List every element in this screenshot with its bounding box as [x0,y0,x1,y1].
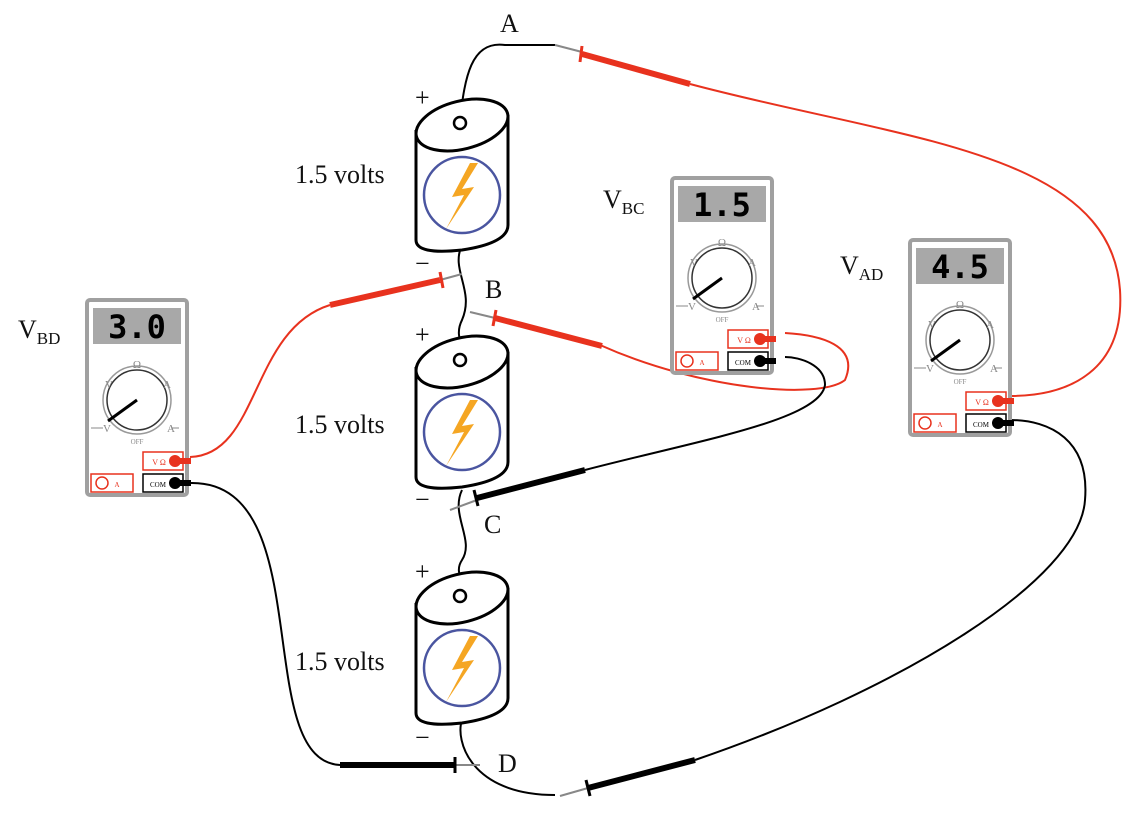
node-a-label: A [500,9,519,38]
dial-dc_v-label: V [103,423,111,435]
minus-sign: − [415,485,430,514]
black-wire-bd [189,481,341,766]
red-wire-bd [189,304,331,458]
dial-dc_a-label: A [990,363,998,375]
dial-com_jack-label: COM [150,481,167,489]
plus-sign: + [415,83,430,112]
dial-vohm_jack-label: V Ω [737,336,751,345]
dial-off-label: OFF [716,316,729,324]
probe-b-bc [494,315,603,349]
black-wire-ad [694,419,1087,761]
dial-ac_a-label: A [986,319,994,331]
dial-vohm_jack-label: V Ω [975,398,989,407]
multimeter-ad: 4.5 VAD Ω V A V A OFF V Ω A COM [840,238,1016,437]
node-c-label: C [484,510,501,539]
dial-off-label: OFF [131,438,144,446]
meter-display: 1.5 [693,186,751,224]
meter-display: 4.5 [931,248,989,286]
battery-label: 1.5 volts [295,410,385,439]
meter-label: VBD [18,315,60,348]
dial-dc_v-label: V [688,301,696,313]
dial-ohm-label: Ω [133,359,141,371]
battery-2: 1.5 volts + − [295,320,515,514]
dial-off-label: OFF [954,378,967,386]
dial-amp_jack-label: A [114,481,119,489]
battery-label: 1.5 volts [295,647,385,676]
black-wire-bc [584,356,827,471]
battery-3: 1.5 volts + − [295,557,515,752]
dial-com_jack-label: COM [735,359,752,367]
minus-sign: − [415,723,430,752]
probe-c [476,467,586,501]
probe-d-ad [587,757,696,791]
minus-sign: − [415,249,430,278]
multimeter-bc: 1.5 VBC Ω V A V A OFF V Ω A COM [603,176,778,375]
multimeter-bd: 3.0 VBD Ω V A V A OFF V Ω A COM [18,298,193,497]
dial-amp_jack-label: A [699,359,704,367]
dial-ohm-label: Ω [956,299,964,311]
meter-label: VBC [603,185,644,218]
dial-ohm-label: Ω [718,237,726,249]
dial-ac_a-label: A [748,257,756,269]
probe-b-bd [329,277,441,308]
dial-com_jack-label: COM [973,421,990,429]
dial-dc_a-label: A [752,301,760,313]
dial-dc_a-label: A [167,423,175,435]
dial-ac_v-label: V [105,379,113,391]
battery-1: 1.5 volts + − [295,83,515,278]
dial-dc_v-label: V [926,363,934,375]
meter-display: 3.0 [108,308,166,346]
dial-amp_jack-label: A [937,421,942,429]
node-b-label: B [485,275,502,304]
dial-ac_v-label: V [690,257,698,269]
dial-ac_a-label: A [163,379,171,391]
meter-label: VAD [840,251,883,284]
plus-sign: + [415,557,430,586]
red-wire-ad [689,83,1122,397]
dial-vohm_jack-label: V Ω [152,458,166,467]
node-d-label: D [498,749,517,778]
battery-label: 1.5 volts [295,160,385,189]
plus-sign: + [415,320,430,349]
dial-ac_v-label: V [928,319,936,331]
probe-a [581,51,691,87]
